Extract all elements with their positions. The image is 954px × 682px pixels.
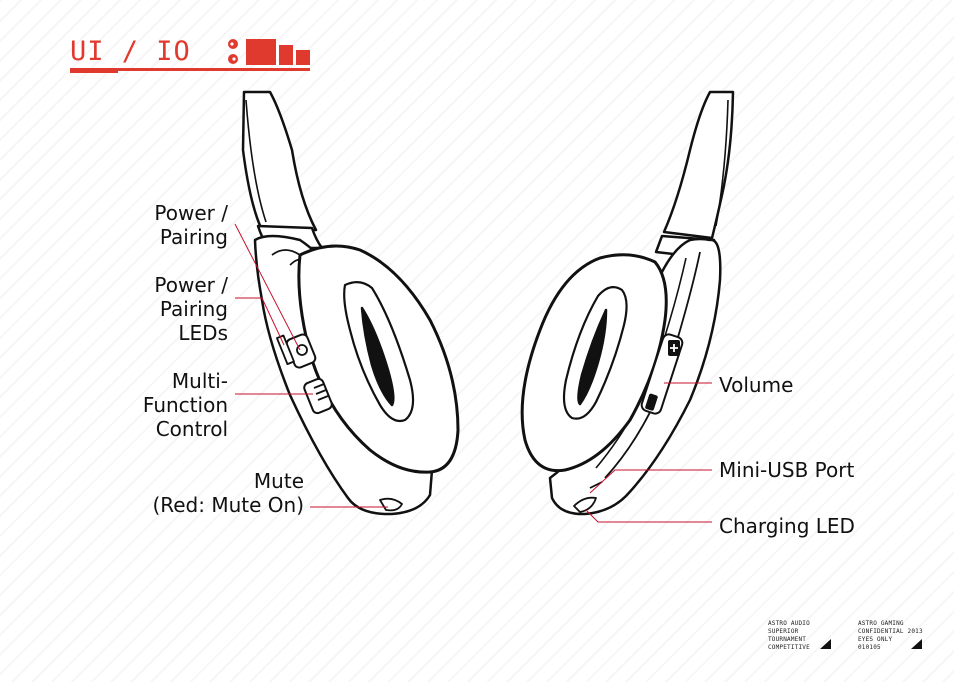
corner-triangle-icon	[911, 639, 922, 649]
label-mini-usb-port: Mini-USB Port	[719, 458, 855, 482]
label-multi-function-control: Multi- Function Control	[142, 369, 228, 441]
label-volume: Volume	[719, 373, 794, 397]
leader-mini-usb	[589, 469, 712, 494]
corner-triangle-icon	[820, 639, 831, 649]
footer-left: ASTRO AUDIO SUPERIOR TOURNAMENT COMPETIT…	[768, 620, 810, 651]
leader-power-pairing-leds	[235, 297, 285, 346]
astro-logo-icon	[228, 39, 310, 65]
right-earcup	[520, 237, 722, 516]
label-mute: Mute (Red: Mute On)	[152, 469, 304, 517]
title-underline-accent	[70, 68, 118, 73]
left-earcup	[253, 234, 460, 516]
label-power-pairing: Power / Pairing	[154, 201, 228, 249]
leader-charging-led	[585, 509, 712, 523]
label-charging-led: Charging LED	[719, 514, 855, 538]
page-title: UI / IO	[70, 36, 191, 67]
title-underline	[70, 68, 310, 71]
right-headband	[654, 90, 735, 260]
left-headband	[241, 90, 324, 250]
leader-power-pairing	[234, 223, 301, 351]
footer-right: ASTRO GAMING CONFIDENTIAL 2013 EYES ONLY…	[858, 620, 923, 651]
leader-lines	[234, 223, 712, 523]
label-power-pairing-leds: Power / Pairing LEDs	[154, 273, 228, 345]
